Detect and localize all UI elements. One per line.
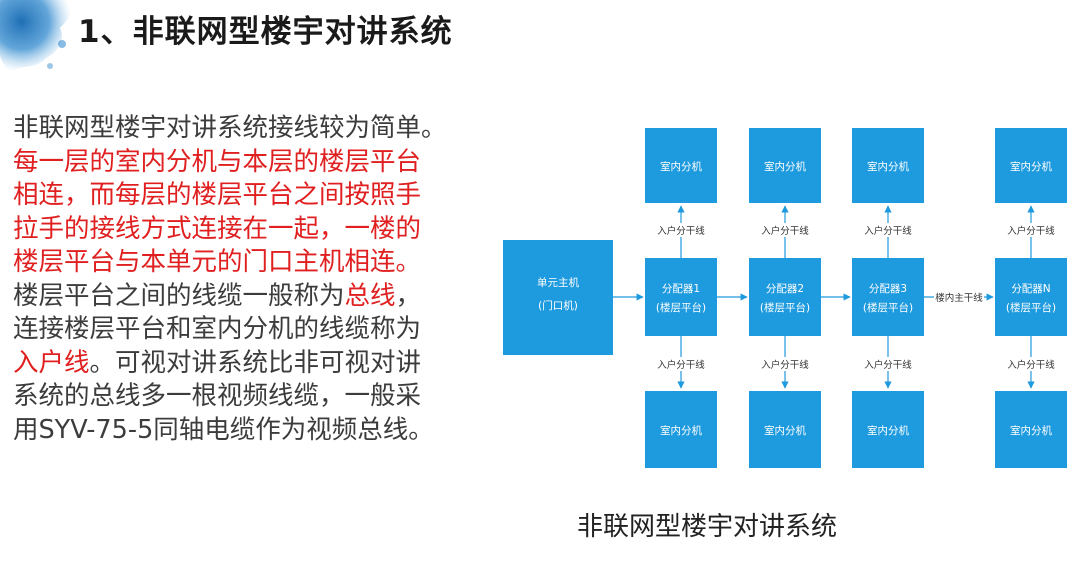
label-background: [1003, 357, 1059, 371]
page-title: 1、非联网型楼宇对讲系统: [78, 14, 453, 50]
highlighted-text: 总线: [344, 280, 396, 311]
paragraph-line: 用SYV-75-5同轴电缆作为视频总线。: [13, 414, 483, 448]
distributor-box: [852, 258, 924, 336]
body-text: 非联网型楼宇对讲系统接线较为简单。: [13, 113, 447, 143]
label-background: [653, 223, 709, 237]
body-text: 用SYV-75-5同轴电缆作为视频总线。: [13, 414, 434, 445]
main-unit-sublabel: (门口机): [538, 299, 578, 312]
body-text: ，: [395, 280, 422, 311]
branch-line-label: 入户分干线: [1007, 225, 1055, 237]
indoor-unit-box: [645, 128, 717, 203]
branch-line-label: 入户分干线: [864, 359, 912, 371]
highlighted-text: 相连，而每层的楼层平台之间按照手: [13, 180, 422, 210]
indoor-unit-box: [749, 391, 821, 468]
paragraph-line: 系统的总线多一根视频线缆，一般采: [13, 380, 483, 414]
paragraph-line: 连接楼层平台和室内分机的线缆称为: [13, 313, 483, 347]
indoor-unit-label: 室内分机: [867, 160, 909, 173]
distributor-label: 分配器1: [662, 283, 700, 295]
distributor-label: 分配器2: [766, 283, 804, 295]
body-text: 。可视对讲系统比非可视对讲: [89, 347, 422, 378]
ink-splash-decoration: [0, 0, 72, 72]
label-background: [860, 223, 916, 237]
branch-line-label: 入户分干线: [657, 359, 705, 371]
highlighted-text: 每一层的室内分机与本层的楼层平台: [13, 146, 422, 177]
label-background: [757, 223, 813, 237]
highlighted-text: 楼层平台与本单元的门口主机相连。: [13, 247, 422, 277]
body-text: 系统的总线多一根视频线缆，一般采: [13, 381, 422, 411]
indoor-unit-label: 室内分机: [1010, 160, 1052, 173]
indoor-unit-label: 室内分机: [1010, 424, 1052, 437]
distributor-label: 分配器3: [869, 283, 907, 295]
paragraph-line: 每一层的室内分机与本层的楼层平台: [13, 146, 483, 180]
highlighted-text: 入户线: [13, 347, 90, 378]
highlighted-text: 拉手的接线方式连接在一起，一楼的: [13, 213, 422, 244]
distributor-box: [645, 258, 717, 336]
distributor-box: [995, 258, 1067, 336]
main-unit-box: [503, 240, 613, 355]
body-text: 连接楼层平台和室内分机的线缆称为: [13, 314, 422, 344]
branch-line-label: 入户分干线: [761, 225, 809, 237]
paragraph-line: 楼层平台之间的线缆一般称为总线，: [13, 280, 483, 314]
label-background: [860, 357, 916, 371]
indoor-unit-box: [645, 391, 717, 468]
indoor-unit-box: [852, 391, 924, 468]
indoor-unit-label: 室内分机: [764, 424, 806, 437]
branch-line-label: 入户分干线: [1007, 359, 1055, 371]
paragraph-line: 相连，而每层的楼层平台之间按照手: [13, 179, 483, 213]
indoor-unit-label: 室内分机: [660, 424, 702, 437]
distributor-label: 分配器N: [1011, 283, 1050, 295]
main-unit-label: 单元主机: [537, 276, 579, 289]
branch-line-label: 入户分干线: [761, 359, 809, 371]
distributor-box: [749, 258, 821, 336]
trunk-line-label: 楼内主干线: [935, 292, 983, 304]
distributor-sublabel: (楼层平台): [656, 301, 706, 314]
distributor-sublabel: (楼层平台): [1006, 301, 1056, 314]
indoor-unit-box: [852, 128, 924, 203]
diagram-caption: 非联网型楼宇对讲系统: [577, 512, 838, 542]
branch-line-label: 入户分干线: [864, 225, 912, 237]
label-background: [757, 357, 813, 371]
indoor-unit-label: 室内分机: [867, 424, 909, 437]
branch-line-label: 入户分干线: [657, 225, 705, 237]
indoor-unit-box: [749, 128, 821, 203]
distributor-sublabel: (楼层平台): [863, 301, 913, 314]
indoor-unit-box: [995, 128, 1067, 203]
paragraph-line: 非联网型楼宇对讲系统接线较为简单。: [13, 112, 483, 146]
body-text: 楼层平台之间的线缆一般称为: [13, 280, 345, 311]
distributor-sublabel: (楼层平台): [760, 301, 810, 314]
paragraph-line: 楼层平台与本单元的门口主机相连。: [13, 246, 483, 280]
label-background: [934, 291, 984, 303]
label-background: [1003, 223, 1059, 237]
indoor-unit-label: 室内分机: [660, 160, 702, 173]
paragraph-line: 入户线。可视对讲系统比非可视对讲: [13, 347, 483, 381]
label-background: [653, 357, 709, 371]
paragraph-line: 拉手的接线方式连接在一起，一楼的: [13, 213, 483, 247]
indoor-unit-label: 室内分机: [764, 160, 806, 173]
description-paragraph: 非联网型楼宇对讲系统接线较为简单。每一层的室内分机与本层的楼层平台相连，而每层的…: [13, 112, 483, 447]
indoor-unit-box: [995, 391, 1067, 468]
